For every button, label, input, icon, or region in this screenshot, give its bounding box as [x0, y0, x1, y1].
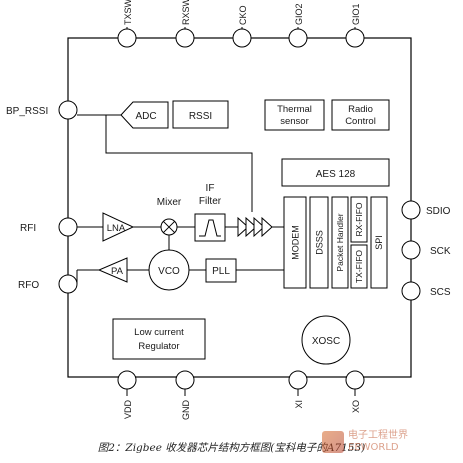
radio-control-block: Radio Control: [331, 99, 390, 131]
thermal-sensor-block: Thermal sensor: [264, 99, 325, 131]
adc-block: ADC: [120, 101, 169, 129]
mixer-label: Mixer: [157, 197, 182, 208]
pin-label-rfi: RFI: [20, 223, 36, 234]
pin-label-gnd: GND: [181, 400, 191, 421]
if-filter-block: IF Filter: [194, 183, 226, 242]
thermal-label-line1: Thermal: [277, 104, 312, 115]
mixer-block: Mixer: [157, 197, 182, 236]
limiter-amplifiers: [237, 216, 273, 238]
watermark-line1: 电子工程世界: [348, 430, 408, 441]
pin-rxsw: RXSW: [175, 0, 195, 48]
if-label-line1: IF: [206, 183, 215, 194]
pin-label-bp-rssi: BP_RSSI: [6, 106, 48, 117]
bottom-pins: VDD GND XI XO: [117, 370, 365, 421]
pin-label-rxsw: RXSW: [181, 0, 191, 25]
pin-gio1: GIO1: [345, 3, 365, 48]
vco-label: VCO: [158, 266, 180, 277]
radio-label-line2: Control: [345, 116, 376, 127]
pin-sck: SCK: [401, 240, 451, 260]
pll-label: PLL: [212, 266, 230, 277]
pin-label-sck: SCK: [430, 246, 451, 257]
pin-bp-rssi: BP_RSSI: [6, 100, 78, 120]
pin-vdd: VDD: [117, 370, 137, 420]
rssi-label: RSSI: [189, 111, 212, 122]
pin-label-gio1: GIO1: [351, 3, 361, 25]
lna-label: LNA: [107, 223, 126, 234]
regulator-block: Low current Regulator: [112, 318, 206, 360]
vco-block: VCO: [148, 249, 190, 291]
lna-block: LNA: [102, 212, 135, 242]
pin-label-rfo: RFO: [18, 280, 39, 291]
dsss-block: DSSS: [309, 196, 329, 289]
right-pins: SDIO SCK SCS: [401, 200, 451, 301]
regulator-label-line2: Regulator: [138, 341, 179, 352]
pin-label-xo: XO: [351, 400, 361, 413]
watermark-text: 电子工程世界 EEWORLD: [348, 430, 408, 454]
left-pins: BP_RSSI RFI RFO: [6, 100, 78, 294]
pin-cko: CKO: [232, 5, 252, 48]
rssi-block: RSSI: [172, 100, 229, 129]
pin-label-sdio: SDIO: [426, 206, 451, 217]
pin-scs: SCS: [401, 281, 451, 301]
pin-label-gio2: GIO2: [294, 3, 304, 25]
pin-rfo: RFO: [18, 274, 78, 294]
regulator-label-line1: Low current: [134, 327, 184, 338]
tx-fifo-block: TX-FIFO: [350, 244, 368, 289]
pin-rfi: RFI: [20, 217, 78, 237]
tx-fifo-label: TX-FIFO: [354, 250, 364, 283]
xosc-block: XOSC: [301, 315, 351, 365]
pin-xi: XI: [288, 370, 308, 409]
watermark-line2: EEWORLD: [348, 442, 399, 453]
adc-label: ADC: [135, 111, 156, 122]
pin-label-scs: SCS: [430, 287, 451, 298]
radio-label-line1: Radio: [348, 104, 373, 115]
if-label-line2: Filter: [199, 196, 222, 207]
pin-txsw: TXSW: [117, 0, 137, 48]
spi-block: SPI: [370, 196, 388, 289]
pin-xo: XO: [345, 370, 365, 413]
watermark: 电子工程世界 EEWORLD: [322, 424, 460, 460]
pa-label: PA: [111, 266, 124, 277]
xosc-label: XOSC: [312, 336, 340, 347]
thermal-label-line2: sensor: [280, 116, 309, 127]
dsss-label: DSSS: [315, 230, 325, 255]
pll-block: PLL: [205, 258, 237, 283]
spi-label: SPI: [374, 235, 384, 250]
pin-label-vdd: VDD: [123, 400, 133, 420]
rx-fifo-label: RX-FIFO: [354, 202, 364, 236]
top-pins: TXSW RXSW CKO GIO2 GIO1: [117, 0, 365, 48]
pin-label-xi: XI: [294, 400, 304, 409]
figure-caption: 图2：Zigbee 收发器芯片结构方框图(宝科电子的A7153): [97, 441, 366, 454]
modem-label: MODEM: [291, 225, 301, 260]
packet-handler-block: Packet Handler: [331, 196, 349, 289]
pin-gio2: GIO2: [288, 3, 308, 48]
wires: [76, 114, 284, 284]
aes-label: AES 128: [316, 169, 356, 180]
packet-handler-label: Packet Handler: [335, 213, 345, 271]
pa-block: PA: [97, 257, 128, 283]
aes-block: AES 128: [281, 158, 390, 187]
modem-block: MODEM: [283, 196, 307, 289]
rx-fifo-block: RX-FIFO: [350, 196, 368, 243]
pin-sdio: SDIO: [401, 200, 451, 220]
pin-gnd: GND: [175, 370, 195, 421]
pin-label-cko: CKO: [238, 5, 248, 25]
watermark-logo-icon: [322, 431, 344, 453]
pin-label-txsw: TXSW: [123, 0, 133, 25]
